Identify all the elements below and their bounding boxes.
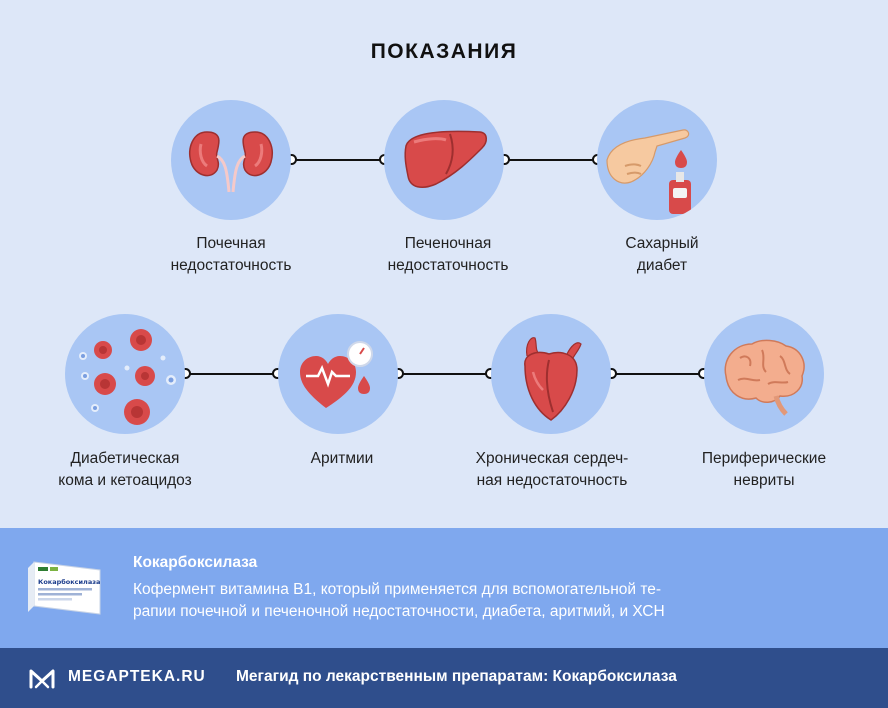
indication-diabetic-coma — [65, 314, 185, 434]
description-line: Кофермент витамина B1, который применяет… — [133, 581, 662, 598]
description-line: рапии почечной и печеночной недостаточно… — [133, 603, 665, 620]
label-line: диабет — [636, 257, 688, 274]
indication-chronic-heart-failure — [491, 314, 611, 434]
pack-label: Кокарбоксилаза — [38, 578, 100, 586]
label-line: Периферические — [701, 450, 827, 467]
indication-label: Аритмии — [232, 448, 452, 470]
label-line: недостаточность — [387, 257, 509, 274]
label-line: Хроническая сердеч- — [475, 450, 629, 467]
brand-name[interactable]: MEGAPTEKA.RU — [68, 668, 206, 685]
footer-tagline: Мегагид по лекарственным препаратам: Кок… — [236, 668, 677, 685]
blood-cells-icon — [79, 329, 176, 425]
label-line: Аритмии — [310, 450, 374, 467]
heart-rate-icon — [300, 341, 373, 408]
indication-kidney-failure — [171, 100, 291, 220]
glucose-test-icon — [606, 129, 691, 214]
indication-label: Почечная недостаточность — [121, 233, 341, 277]
indication-label: Печеночная недостаточность — [338, 233, 558, 277]
label-line: Диабетическая — [70, 450, 180, 467]
label-line: Печеночная — [404, 235, 492, 252]
connector-line — [291, 159, 384, 161]
label-line: кома и кетоацидоз — [58, 472, 192, 489]
indication-label: Диабетическая кома и кетоацидоз — [15, 448, 235, 492]
indication-diabetes — [597, 100, 717, 220]
label-line: невриты — [733, 472, 795, 489]
drug-info-band: Кокарбоксилаза Кокарбоксилаза Кофермент … — [0, 528, 888, 648]
kidneys-icon — [189, 131, 273, 193]
indication-label: Хроническая сердеч- ная недостаточность — [442, 448, 662, 492]
label-line: Сахарный — [625, 235, 699, 252]
drug-package-image: Кокарбоксилаза — [28, 561, 101, 615]
drug-description: Кофермент витамина B1, который применяет… — [133, 579, 773, 623]
page-title: ПОКАЗАНИЯ — [370, 40, 518, 63]
indication-arrhythmia — [278, 314, 398, 434]
indication-label: Периферические невриты — [654, 448, 874, 492]
connector-line — [398, 373, 490, 375]
indication-liver-failure — [384, 100, 504, 220]
brain-icon — [724, 339, 805, 416]
label-line: недостаточность — [170, 257, 292, 274]
indication-label: Сахарный диабет — [552, 233, 772, 277]
label-line: Почечная — [196, 235, 266, 252]
megapteka-logo-icon[interactable] — [28, 666, 56, 690]
footer: MEGAPTEKA.RU Мегагид по лекарственным пр… — [0, 648, 888, 708]
heart-icon — [524, 337, 582, 421]
label-line: ная недостаточность — [476, 472, 628, 489]
drug-name: Кокарбоксилаза — [133, 554, 258, 571]
indication-peripheral-neuritis — [704, 314, 824, 434]
connector-line — [185, 373, 277, 375]
connector-line — [504, 159, 597, 161]
connector-line — [611, 373, 703, 375]
liver-icon — [404, 130, 487, 189]
